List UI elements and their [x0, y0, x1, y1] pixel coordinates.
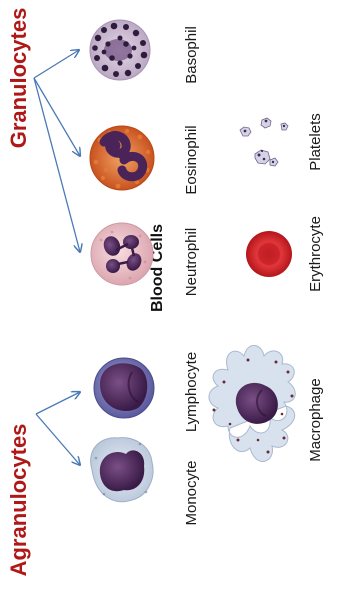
monocyte-cell	[91, 438, 153, 502]
lymphocyte-cell	[94, 358, 154, 418]
basophil-label: Basophil	[183, 26, 200, 84]
erythrocyte-label: Erythrocyte	[307, 216, 324, 292]
macrophage-label: Macrophage	[307, 378, 324, 461]
agranulocyte-arrows	[36, 392, 80, 465]
neutrophil-label: Neutrophil	[183, 228, 200, 296]
agranulocytes-label: Agranulocytes	[6, 424, 31, 577]
eosinophil-cell	[90, 126, 154, 190]
arrow-to-neutrophil	[34, 78, 80, 252]
arrow-to-lymphocyte	[36, 392, 80, 414]
eosinophil-label: Eosinophil	[183, 125, 200, 194]
platelets-cluster	[240, 118, 288, 166]
arrow-to-basophil	[34, 50, 79, 78]
arrow-to-eosinophil	[34, 78, 80, 156]
macrophage-cell	[209, 345, 295, 461]
platelets-label: Platelets	[307, 113, 324, 171]
granulocyte-arrows	[34, 50, 80, 252]
lymphocyte-label: Lymphocyte	[183, 352, 200, 432]
arrow-to-monocyte	[36, 414, 80, 465]
basophil-cell	[90, 20, 150, 80]
erythrocyte-cell	[246, 231, 292, 277]
monocyte-label: Monocyte	[183, 460, 200, 525]
neutrophil-cell	[91, 223, 153, 285]
granulocytes-label: Granulocytes	[6, 8, 31, 149]
page-title: Blood Cells	[149, 224, 166, 312]
